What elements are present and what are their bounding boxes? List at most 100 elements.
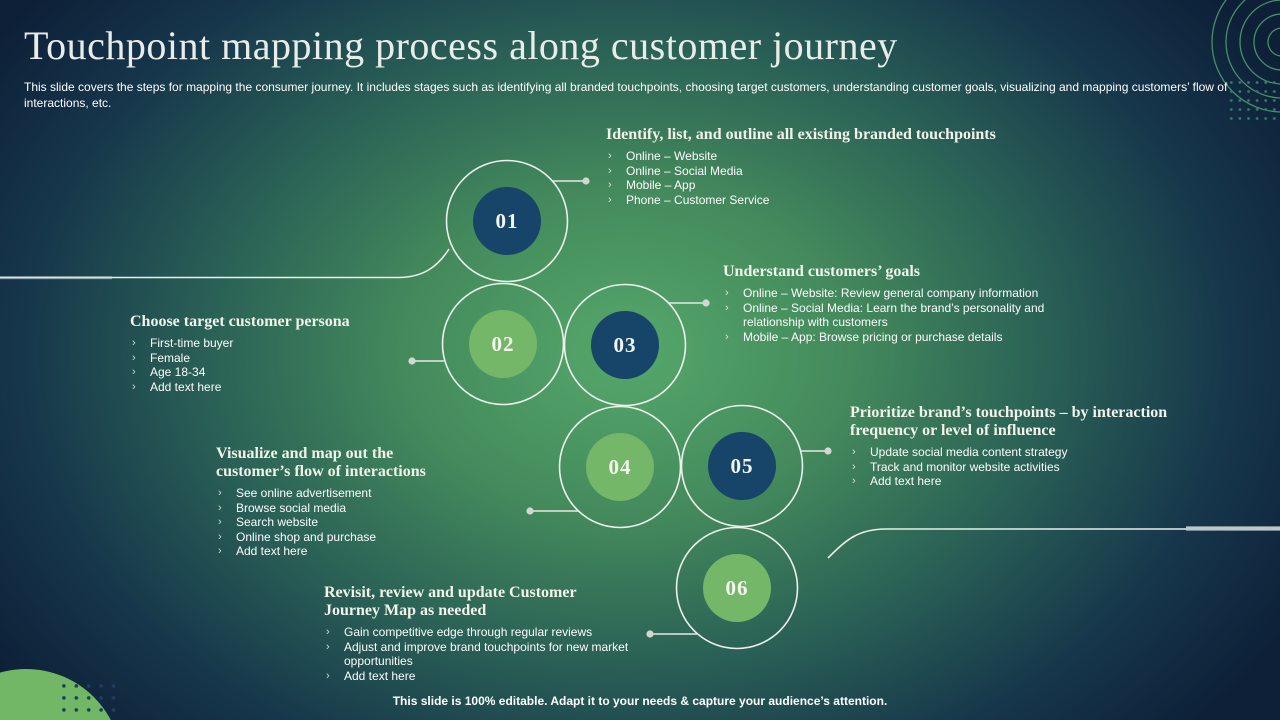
chevron-bullet-icon: › (608, 164, 612, 177)
step-1-badge: 01 (473, 187, 541, 255)
bullet-text: Track and monitor website activities (870, 459, 1060, 474)
step-6-bullets: › Gain competitive edge through regular r… (324, 625, 654, 683)
bullet-item: › See online advertisement (216, 486, 436, 501)
dots-ornament-bottom-left (58, 680, 118, 720)
bullet-text: Search website (236, 515, 319, 529)
leader-lines (412, 180, 828, 635)
chevron-bullet-icon: › (725, 287, 729, 299)
bullet-item: › Online – Social Media (606, 164, 926, 179)
step-4-text-block: Visualize and map out the customer’s flo… (216, 445, 461, 559)
bullet-item: ›Female (130, 351, 330, 366)
bullet-text: Mobile – App (626, 178, 696, 192)
bullet-text: First-time buyer (150, 336, 234, 350)
chevron-bullet-icon: › (326, 669, 330, 682)
bullet-text: Online – Social Media (626, 163, 743, 178)
chevron-bullet-icon: › (852, 460, 856, 473)
bullet-item: › First-time buyer (130, 336, 330, 351)
bullet-text: See online advertisement (236, 486, 372, 500)
bullet-text: Add text here (870, 474, 942, 488)
chevron-bullet-icon: › (218, 501, 222, 514)
spiral-ornament (1211, 0, 1280, 113)
chevron-bullet-icon: › (132, 337, 136, 349)
chevron-bullet-icon: › (852, 446, 856, 458)
step-5-bullets: › Update social media content strategy › T… (850, 445, 1110, 489)
bullet-text: Online – Social Media: Learn the brand’s… (743, 300, 1045, 330)
leader-dot-6 (646, 630, 654, 638)
chevron-bullet-icon: › (132, 351, 136, 364)
bullet-item: › Gain competitive edge through regular r… (324, 625, 654, 640)
bullet-text: Age 18-34 (150, 365, 206, 379)
bullet-text: Phone – Customer Service (626, 192, 770, 207)
step-4-badge: 04 (586, 433, 654, 501)
leader-dot-3 (702, 299, 710, 307)
leader-dots (408, 177, 832, 638)
bullet-item: › Online – Website: Review general compan… (723, 286, 1075, 301)
bullet-item: ›Online shop and purchase (216, 530, 436, 545)
step-5-title: Prioritize brand’s touchpoints – by inte… (850, 404, 1168, 439)
bullet-text: Add text here (236, 544, 308, 558)
chevron-bullet-icon: › (725, 301, 729, 314)
bullet-text: Adjust and improve brand touchpoints for… (344, 639, 629, 669)
step-3-bullets: › Online – Website: Review general compan… (723, 286, 1075, 344)
bullet-item: › Mobile – App: Browse pricing or purchas… (723, 330, 1075, 345)
leader-dot-1 (582, 177, 590, 185)
step-1-text-block: Identify, list, and outline all existing… (606, 126, 996, 207)
bullet-text: Gain competitive edge through regular re… (344, 625, 593, 639)
step-outline-6 (675, 526, 799, 650)
page-title: Touchpoint mapping process along custome… (24, 23, 898, 68)
chevron-bullet-icon: › (218, 487, 222, 499)
bullet-text: Online shop and purchase (236, 529, 377, 544)
bullet-item: ›Add text here (324, 669, 654, 684)
bullet-item: › Adjust and improve brand touchpoints fo… (324, 640, 654, 669)
chevron-bullet-icon: › (608, 193, 612, 206)
step-1-bullets: › Online – Website › Online – Social Media… (606, 149, 926, 207)
chevron-bullet-icon: › (326, 640, 330, 653)
step-6-badge: 06 (703, 554, 771, 622)
leader-dot-4 (526, 507, 534, 515)
step-3-text-block: Understand customers’ goals › Online – We… (723, 263, 1075, 344)
bullet-item: ›Search website (216, 515, 436, 530)
chevron-bullet-icon: › (608, 179, 612, 191)
dots-ornament-top-right (1226, 79, 1280, 121)
step-2-bullets: › First-time buyer ›Female › Age 18-34 › Ad… (130, 336, 330, 394)
chevron-bullet-icon: › (326, 626, 330, 638)
journey-path (0, 159, 1280, 650)
bullet-item: › Add text here (130, 380, 330, 395)
bullet-item: › Update social media content strategy (850, 445, 1110, 460)
bullet-item: › Mobile – App (606, 178, 926, 193)
step-3-title: Understand customers’ goals (723, 263, 921, 280)
step-2-text-block: Choose target customer persona › First-ti… (130, 313, 350, 394)
bullet-item: › Track and monitor website activities (850, 460, 1110, 475)
bullet-text: Online – Website: Review general company… (743, 286, 1039, 300)
bullet-item: › Add text here (216, 544, 436, 559)
step-2-badge: 02 (469, 310, 537, 378)
bullet-text: Add text here (150, 379, 222, 394)
bullet-item: › Add text here (850, 474, 1110, 489)
step-5-text-block: Prioritize brand’s touchpoints – by inte… (850, 404, 1200, 489)
bullet-item: › Online – Website (606, 149, 926, 164)
chevron-bullet-icon: › (725, 330, 729, 343)
chevron-bullet-icon: › (218, 545, 222, 557)
step-outline-4 (558, 405, 682, 529)
chevron-bullet-icon: › (852, 475, 856, 487)
step-outline-5 (680, 404, 804, 528)
step-2-title: Choose target customer persona (130, 313, 350, 330)
rule-highlight-right (1186, 526, 1280, 531)
bullet-text: Update social media content strategy (870, 445, 1068, 459)
step-5-badge: 05 (708, 432, 776, 500)
step-6-title: Revisit, review and update Customer Jour… (324, 584, 577, 619)
editable-note: This slide is 100% editable. Adapt it to… (392, 694, 888, 708)
chevron-bullet-icon: › (132, 380, 136, 393)
step-outline-1 (445, 159, 569, 283)
chevron-bullet-icon: › (132, 366, 136, 378)
leader-dot-2 (408, 357, 416, 365)
slide-description: This slide covers the steps for mapping … (24, 80, 1228, 111)
step-4-bullets: › See online advertisement ›Browse social… (216, 486, 436, 559)
rule-highlight-left (0, 276, 112, 280)
bullet-text: Mobile – App: Browse pricing or purchase… (743, 329, 1003, 344)
leader-dot-5 (824, 447, 832, 455)
bullet-item: ›Browse social media (216, 501, 436, 516)
bullet-text: Online – Website (626, 149, 718, 163)
chevron-bullet-icon: › (608, 150, 612, 162)
